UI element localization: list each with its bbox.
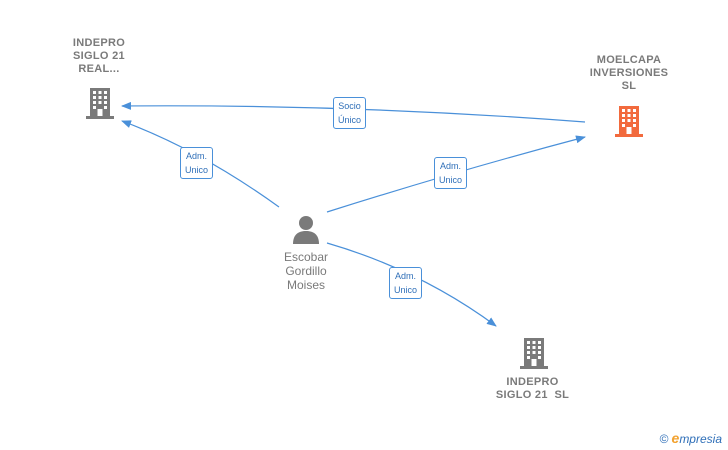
edge-label-line: Socio <box>338 101 361 111</box>
edge-label-adm-unico-right[interactable]: Adm. Unico <box>434 157 468 189</box>
node-label-line: SL <box>621 80 637 92</box>
node-label-line: MOELCAPA <box>596 54 662 66</box>
node-label-line: INDEPRO <box>506 376 559 388</box>
edge-label-line: Adm. <box>395 271 417 281</box>
node-label-line: INDEPRO <box>72 37 126 49</box>
edge-label-line: Unico <box>439 175 463 185</box>
edge-label-line: Unico <box>394 285 418 295</box>
brand-logo-initial: e <box>671 430 680 446</box>
person-icon[interactable] <box>290 213 322 245</box>
building-icon[interactable] <box>518 336 550 370</box>
edge-label-line: Unico <box>185 165 209 175</box>
node-label-line: SIGLO 21 SL <box>495 389 570 401</box>
building-icon[interactable] <box>84 86 116 120</box>
copyright-icon: © <box>659 432 669 446</box>
node-label-person[interactable]: Escobar Gordillo Moises <box>266 250 346 292</box>
building-icon[interactable] <box>613 104 645 138</box>
node-label-indepro-real[interactable]: INDEPRO SIGLO 21 REAL... <box>54 37 144 76</box>
node-label-moelcapa[interactable]: MOELCAPA INVERSIONES SL <box>574 54 684 93</box>
edge-label-line: Adm. <box>186 151 208 161</box>
brand-footer[interactable]: ©empresia <box>660 430 722 446</box>
node-label-line: REAL... <box>78 63 120 75</box>
edge-label-adm-unico-bottom[interactable]: Adm. Unico <box>389 267 423 299</box>
brand-logo-text: mpresia <box>679 432 722 446</box>
node-label-indepro-sl[interactable]: INDEPRO SIGLO 21 SL <box>480 376 585 402</box>
node-label-line: Gordillo <box>285 264 327 278</box>
node-label-line: Escobar <box>283 250 329 264</box>
edge-label-line: Único <box>338 115 362 125</box>
edge-label-adm-unico-left[interactable]: Adm. Unico <box>180 147 214 179</box>
edge-label-socio-unico[interactable]: Socio Único <box>333 97 367 129</box>
node-label-line: Moises <box>286 278 325 292</box>
node-label-line: INVERSIONES <box>589 67 669 79</box>
edge-label-line: Adm. <box>440 161 462 171</box>
node-label-line: SIGLO 21 <box>73 50 125 62</box>
